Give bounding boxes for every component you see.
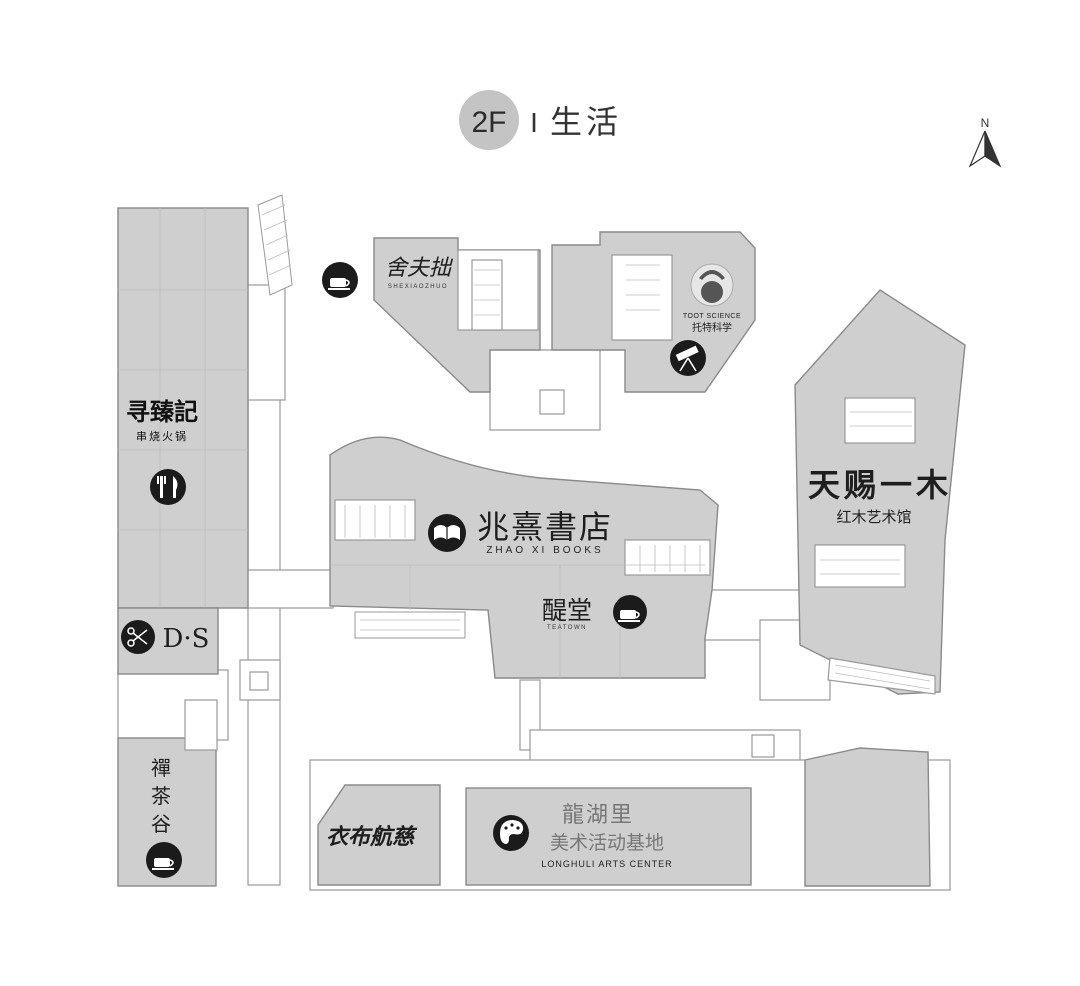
compass-label: N bbox=[981, 116, 990, 130]
coffee-icon bbox=[613, 595, 647, 629]
store-sub: 红木艺术馆 bbox=[836, 508, 911, 526]
store-label-tingtang: 醍堂 TEATOWN bbox=[542, 595, 647, 631]
store-name: 兆熹書店 bbox=[477, 508, 613, 546]
unit-bottom-right[interactable] bbox=[804, 747, 931, 887]
store-label-xunzhenji: 寻臻記 串烧火锅 bbox=[126, 398, 198, 505]
floor-title: 生活 bbox=[550, 103, 622, 141]
floor-badge bbox=[459, 90, 519, 150]
palette-icon bbox=[493, 815, 529, 851]
escalator bbox=[257, 194, 293, 296]
store-name: 舍夫拙 bbox=[385, 256, 454, 281]
book-icon bbox=[428, 514, 466, 552]
store-label-ds: D·S bbox=[121, 620, 209, 654]
fork-knife-icon bbox=[150, 469, 186, 505]
telescope-icon bbox=[670, 340, 706, 376]
unit-yibuhang[interactable] bbox=[317, 784, 441, 886]
store-label-zhaoxi: 兆熹書店 ZHAO XI BOOKS bbox=[428, 508, 613, 556]
store-name-1: 禪 bbox=[151, 756, 171, 780]
store-label-tianci: 天赐一木 红木艺术馆 bbox=[808, 466, 952, 526]
store-name-cn: 托特科学 bbox=[692, 321, 732, 334]
unit-shexiaozhuo[interactable] bbox=[373, 237, 541, 393]
store-name: 龍湖里 bbox=[562, 803, 634, 828]
unit-tianci-yimu[interactable] bbox=[794, 289, 966, 695]
store-sub: SHEXIAOZHUO bbox=[388, 284, 448, 290]
store-name: 天赐一木 bbox=[808, 466, 952, 504]
store-name-2: 美术活动基地 bbox=[550, 832, 664, 854]
store-sub: TEATOWN bbox=[547, 625, 587, 631]
floor-number: 2F bbox=[471, 106, 506, 139]
store-sub: LONGHULI ARTS CENTER bbox=[541, 859, 672, 869]
header-separator: I bbox=[530, 107, 538, 138]
coffee-icon bbox=[322, 262, 358, 298]
scissors-icon bbox=[121, 620, 155, 654]
store-name-3: 谷 bbox=[151, 812, 171, 836]
coffee-icon bbox=[146, 842, 182, 878]
store-label-chanchagu: 禪 茶 谷 bbox=[146, 756, 182, 878]
store-name-2: 茶 bbox=[151, 784, 171, 808]
unit-zhaoxi-books[interactable] bbox=[329, 436, 719, 679]
store-sub: 串烧火锅 bbox=[136, 430, 188, 443]
floor-header: 2F I 生活 bbox=[459, 90, 622, 150]
store-name: D·S bbox=[163, 624, 210, 654]
store-name: 醍堂 bbox=[542, 596, 592, 625]
kettlebell-icon bbox=[690, 263, 734, 307]
compass-arrow-icon bbox=[968, 130, 1002, 168]
store-name: 寻臻記 bbox=[126, 398, 198, 426]
store-name: 衣布航慈 bbox=[326, 824, 418, 850]
unit-xunzhenji[interactable] bbox=[117, 207, 249, 609]
store-label-shexiaozhuo: 舍夫拙 SHEXIAOZHUO bbox=[385, 256, 454, 290]
store-sub: ZHAO XI BOOKS bbox=[486, 545, 603, 556]
store-name-en: TOOT SCIENCE bbox=[683, 313, 741, 320]
store-label-yibuhang: 衣布航慈 bbox=[326, 824, 418, 850]
compass: N bbox=[968, 116, 1002, 168]
store-label-toot: TOOT SCIENCE 托特科学 bbox=[683, 263, 741, 334]
store-label-longhuli: 龍湖里 美术活动基地 LONGHULI ARTS CENTER bbox=[493, 803, 672, 869]
